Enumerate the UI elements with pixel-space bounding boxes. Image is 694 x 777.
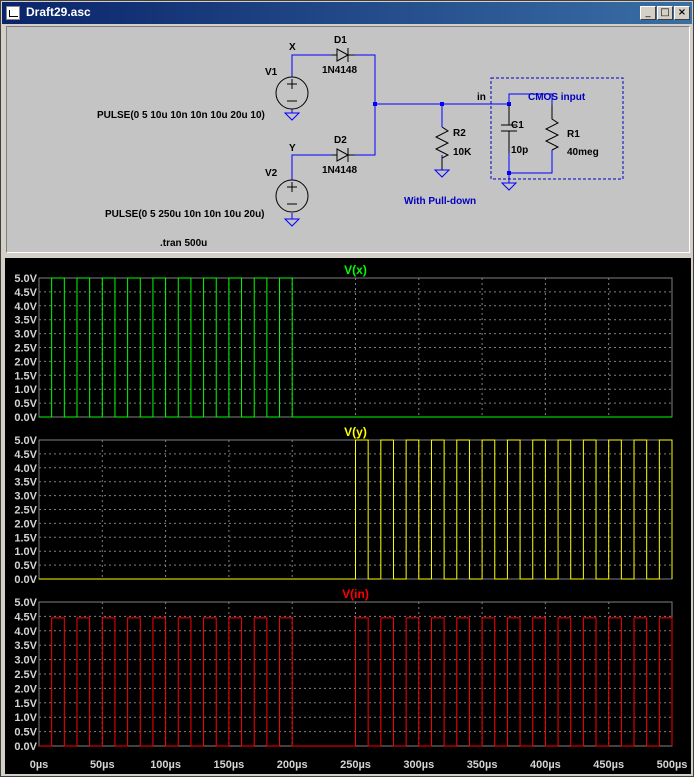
v2-name: V2 [265,168,278,179]
y-tick-label: 4.0V [14,463,37,475]
y-tick-label: 3.5V [14,640,37,652]
v1-name: V1 [265,67,278,78]
d1-value: 1N4148 [322,65,357,76]
y-tick-label: 0.0V [14,741,37,753]
y-tick-label: 4.5V [14,287,37,299]
c1-value: 10p [511,145,528,156]
r2-name: R2 [453,128,466,139]
capacitor-c1[interactable] [501,105,517,153]
x-tick-label: 300µs [403,759,434,771]
d2-name: D2 [334,135,347,146]
y-tick-label: 2.5V [14,343,37,355]
x-tick-label: 100µs [150,759,181,771]
pulldown-comment: With Pull-down [404,196,476,207]
cmos-input-comment: CMOS input [528,92,586,103]
y-tick-label: 3.0V [14,655,37,667]
y-tick-label: 0.5V [14,398,37,410]
y-tick-label: 5.0V [14,597,37,609]
y-tick-label: 3.5V [14,477,37,489]
trace-title[interactable]: V(y) [344,425,367,439]
y-tick-label: 4.0V [14,301,37,313]
d2-value: 1N4148 [322,165,357,176]
ground-icon [283,218,301,227]
voltage-source-v1[interactable] [275,76,309,110]
x-tick-label: 50µs [90,759,115,771]
x-tick-label: 450µs [593,759,624,771]
y-tick-label: 5.0V [14,435,37,447]
y-tick-label: 0.0V [14,574,37,586]
y-tick-label: 1.5V [14,370,37,382]
ground-icon [283,112,301,121]
y-tick-label: 4.5V [14,449,37,461]
v1-value: PULSE(0 5 10u 10n 10n 10u 20u 10) [97,110,265,121]
y-tick-label: 1.0V [14,384,37,396]
v2-value: PULSE(0 5 250u 10n 10n 10u 20u) [105,209,265,220]
y-tick-label: 4.5V [14,611,37,623]
y-tick-label: 3.0V [14,329,37,341]
ground-icon [433,169,451,178]
schematic-pane[interactable]: X Y in V1 PULSE(0 5 10u 10n 10n 10u 20u … [6,26,690,253]
cmos-input-box [490,77,624,180]
x-tick-label: 0µs [30,759,49,771]
y-tick-label: 2.5V [14,505,37,517]
r2-value: 10K [453,147,472,158]
net-label-x: X [289,42,296,53]
net-label-in: in [477,92,486,103]
x-tick-label: 500µs [657,759,688,771]
y-tick-label: 0.0V [14,412,37,424]
wires [291,54,553,219]
tran-directive[interactable]: .tran 500u [160,238,207,249]
voltage-source-v2[interactable] [275,179,309,213]
y-tick-label: 1.5V [14,532,37,544]
diode-d1[interactable] [332,48,355,62]
y-tick-label: 3.0V [14,491,37,503]
trace-title[interactable]: V(in) [342,587,369,601]
c1-name: C1 [511,120,524,131]
title-bar[interactable]: Draft29.asc _ □ × [2,2,692,24]
y-tick-label: 2.0V [14,683,37,695]
ground-icon [500,182,518,191]
y-tick-label: 1.0V [14,546,37,558]
x-tick-label: 150µs [213,759,244,771]
x-tick-label: 250µs [340,759,371,771]
junction-dots [373,102,511,175]
waveform-trace [39,277,672,418]
resistor-r1[interactable] [544,105,560,151]
waveform-trace [39,617,673,747]
schematic-icon [6,6,20,20]
y-tick-label: 2.0V [14,518,37,530]
maximize-button[interactable]: □ [657,6,673,20]
r1-name: R1 [567,129,580,140]
trace-title[interactable]: V(x) [344,263,367,277]
r1-value: 40meg [567,147,599,158]
x-tick-label: 200µs [277,759,308,771]
net-label-y: Y [289,143,296,154]
y-tick-label: 2.0V [14,356,37,368]
y-tick-label: 3.5V [14,315,37,327]
y-tick-label: 2.5V [14,669,37,681]
y-tick-label: 0.5V [14,727,37,739]
diode-d2[interactable] [332,148,355,162]
minimize-button[interactable]: _ [640,6,656,20]
y-tick-label: 4.0V [14,626,37,638]
resistor-r2[interactable] [434,126,450,170]
x-tick-label: 350µs [467,759,498,771]
close-button[interactable]: × [674,6,690,20]
y-tick-label: 1.0V [14,712,37,724]
d1-name: D1 [334,35,347,46]
waveform-trace [39,439,673,580]
y-tick-label: 1.5V [14,698,37,710]
y-tick-label: 0.5V [14,560,37,572]
x-tick-label: 400µs [530,759,561,771]
y-tick-label: 5.0V [14,273,37,285]
window-title: Draft29.asc [26,5,91,19]
